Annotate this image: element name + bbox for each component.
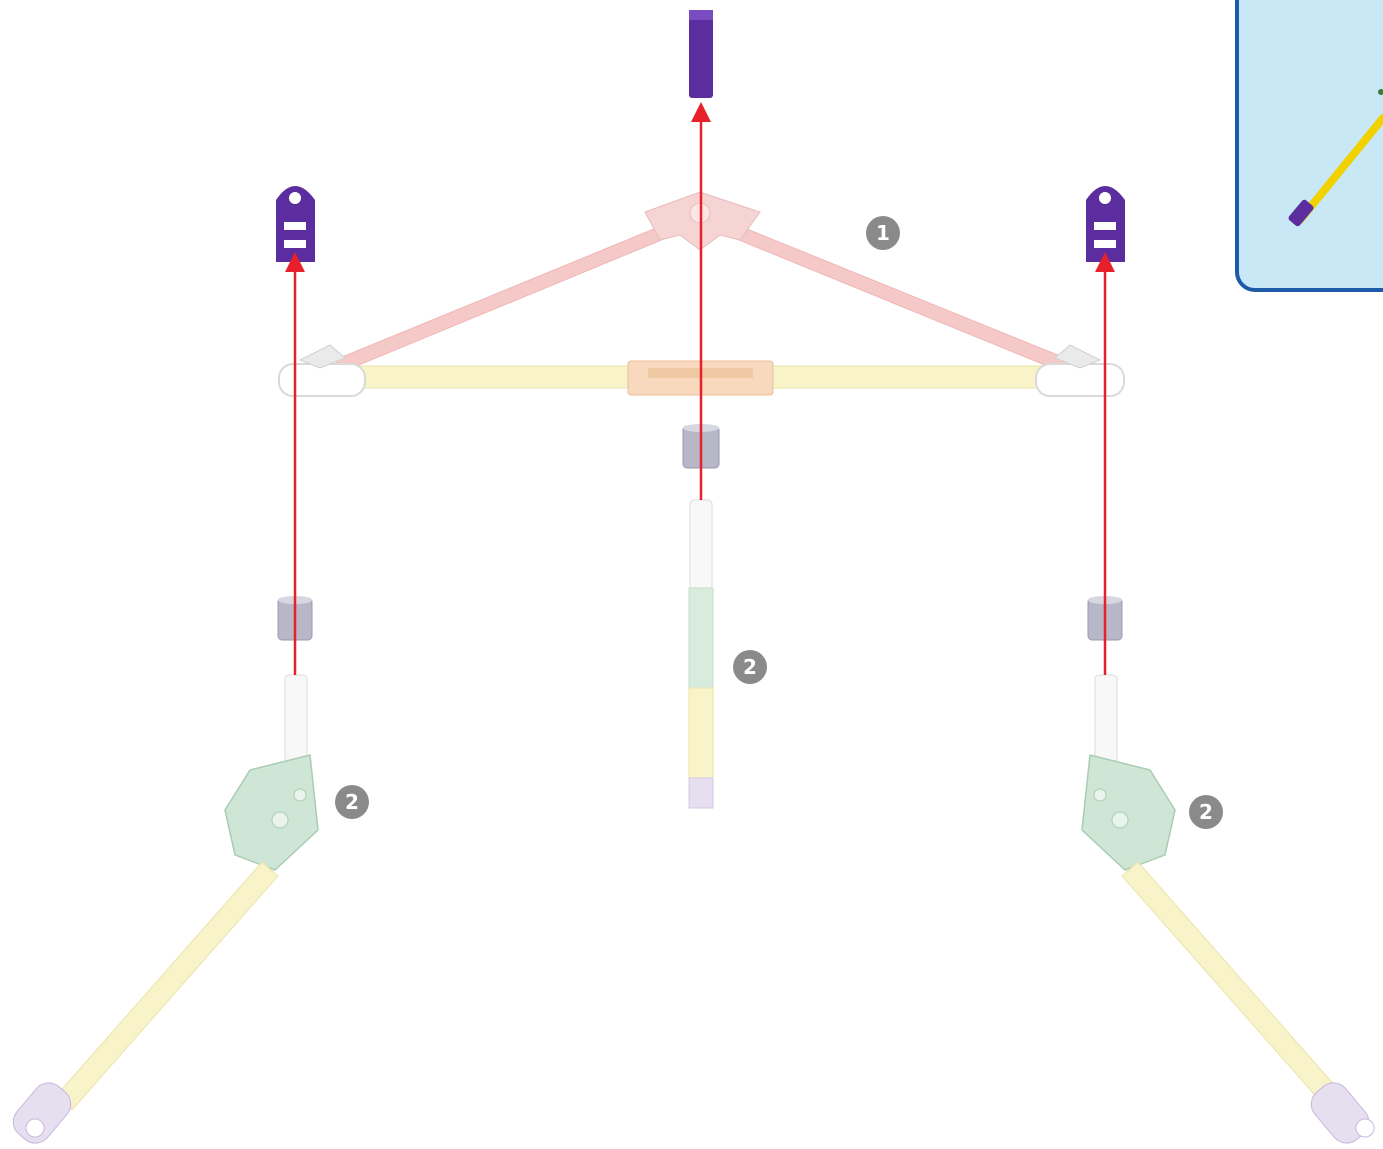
- inset-rod-icon: [1288, 89, 1383, 227]
- step-badge-2-center: 2: [733, 650, 767, 684]
- purple-part-top: [689, 10, 713, 98]
- lavender-foot-right: [1310, 1082, 1375, 1144]
- step-badge-2-right-label: 2: [1199, 800, 1213, 824]
- step-badge-2-center-label: 2: [743, 655, 757, 679]
- step-badge-2-left: 2: [335, 785, 369, 819]
- right-corner-connector: [1035, 344, 1125, 397]
- white-pin-right: [1094, 674, 1118, 766]
- step-badge-1-label: 1: [876, 221, 890, 245]
- step-badge-2-right: 2: [1189, 795, 1223, 829]
- inset-panel: [1235, 0, 1383, 292]
- center-leg-stack: [688, 587, 714, 809]
- yellow-leg-right: [1121, 861, 1345, 1111]
- red-rod-left: [334, 209, 706, 373]
- step-badge-2-left-label: 2: [345, 790, 359, 814]
- lavender-foot-left: [12, 1082, 72, 1144]
- purple-clip-left: [276, 186, 315, 262]
- purple-clip-right: [1086, 186, 1125, 262]
- white-pin-left: [284, 674, 308, 766]
- green-connector-right: [1081, 754, 1176, 871]
- white-pin-center: [689, 499, 713, 591]
- yellow-leg-left: [55, 861, 279, 1111]
- green-connector-left: [224, 754, 319, 871]
- left-corner-connector: [278, 344, 366, 397]
- step-badge-1: 1: [866, 216, 900, 250]
